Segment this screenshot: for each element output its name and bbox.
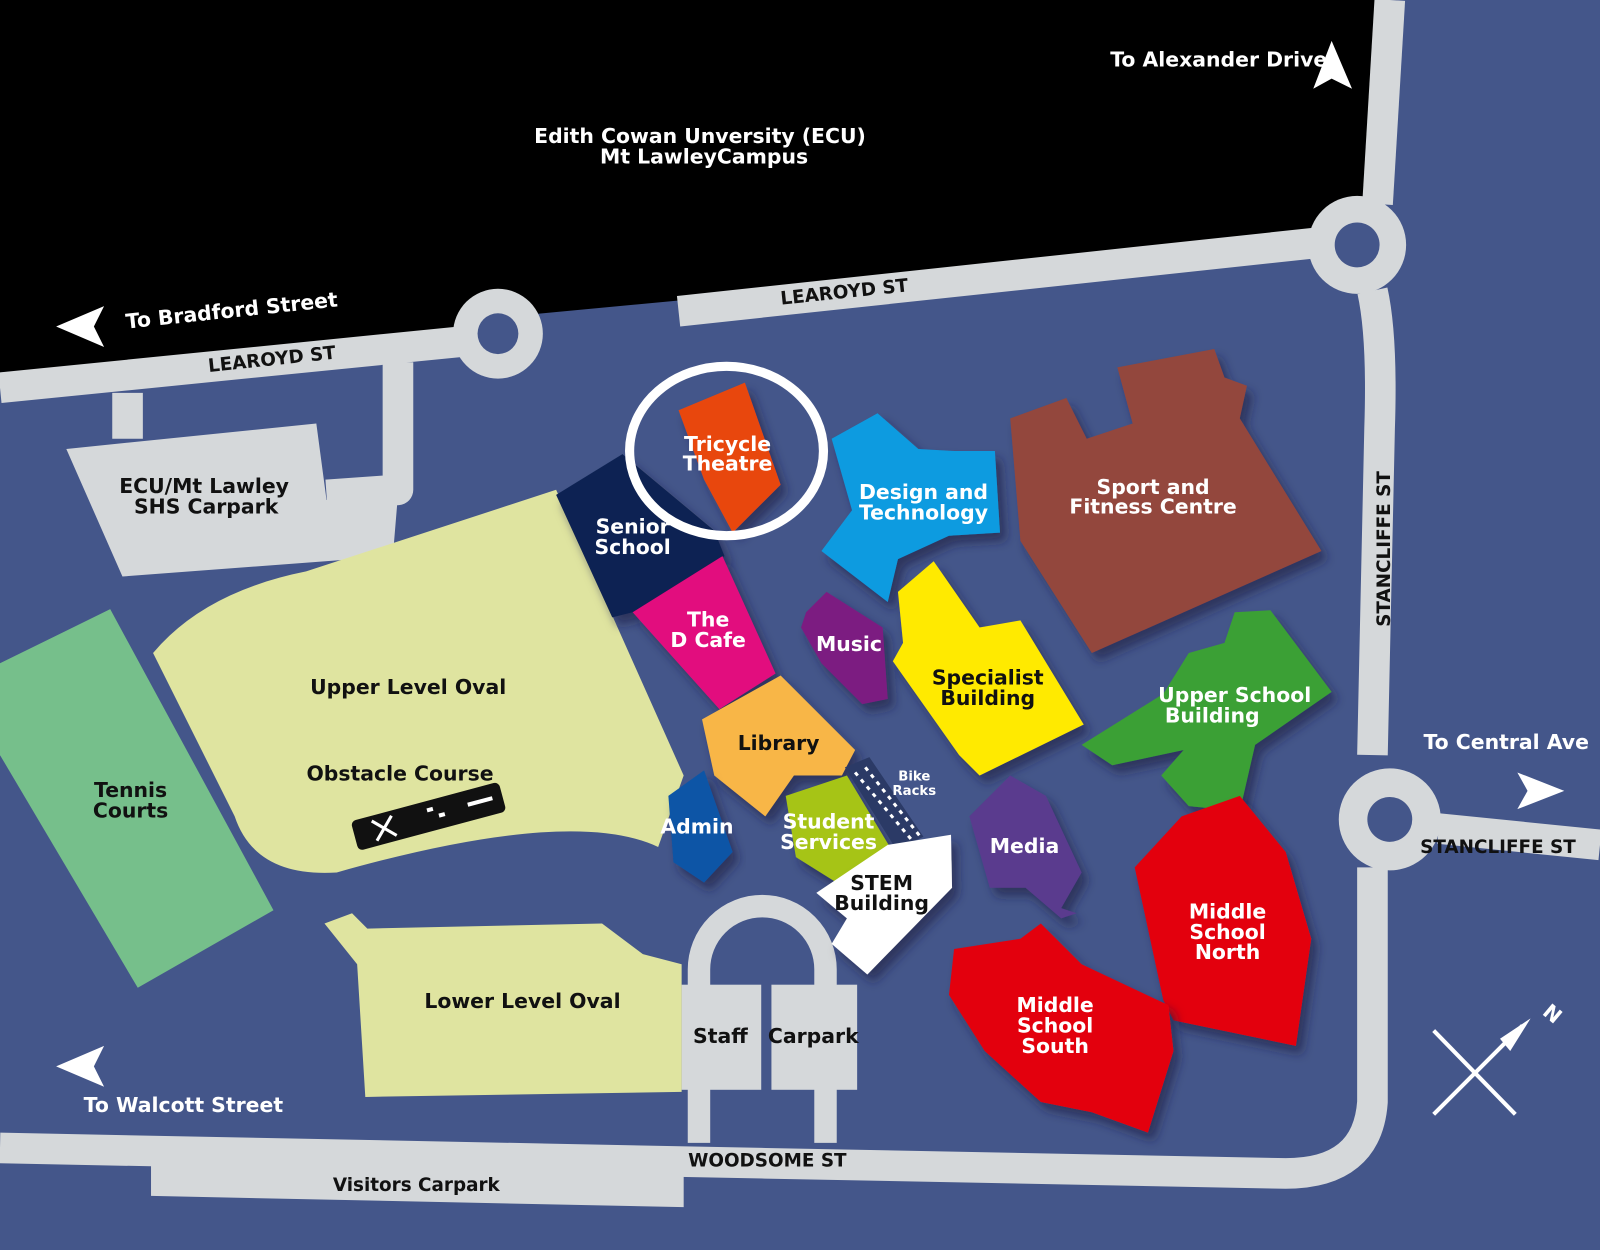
- bike-racks: [844, 757, 924, 849]
- map-label: Racks: [892, 784, 936, 799]
- building-specialist[interactable]: [892, 561, 1084, 776]
- roads: [0, 0, 1600, 1189]
- building-tricycle-theatre[interactable]: [678, 382, 781, 533]
- street-label-stancliffe-right: STANCLIFFE ST: [1420, 837, 1576, 858]
- map-label: Upper School: [1158, 683, 1311, 707]
- roundabout-top-right: [1308, 195, 1407, 294]
- direction-alexander-drive: To Alexander Drive: [1110, 47, 1327, 71]
- map-label: Courts: [93, 798, 168, 822]
- map-label: School: [1017, 1014, 1093, 1038]
- direction-walcott-street: To Walcott Street: [84, 1093, 284, 1117]
- building-middle-school-south[interactable]: [948, 923, 1174, 1133]
- building-music[interactable]: [801, 591, 888, 705]
- building-middle-school-north[interactable]: [1134, 795, 1312, 1046]
- map-label: Middle: [1189, 899, 1266, 923]
- building-library[interactable]: [702, 675, 856, 817]
- carpark-label: Carpark: [768, 1024, 859, 1048]
- map-label: North: [1195, 940, 1260, 964]
- map-label: Mt LawleyCampus: [600, 144, 808, 168]
- map-label: School: [1189, 920, 1265, 944]
- roundabout-right: [1338, 768, 1441, 871]
- campus-label: Edith Cowan Unversity (ECU) Mt LawleyCam…: [534, 124, 866, 168]
- map-label: Media: [990, 834, 1059, 858]
- map-label: Upper Level Oval: [310, 675, 506, 699]
- map-label: Theatre: [683, 451, 773, 475]
- building-upper-school[interactable]: [1081, 610, 1332, 812]
- building-stem[interactable]: [816, 834, 953, 975]
- upper-level-oval[interactable]: [153, 489, 684, 873]
- map-label: Middle: [1016, 993, 1093, 1017]
- obstacle-course-icon: [351, 782, 506, 850]
- map-label: Building: [834, 891, 929, 915]
- map-label: Technology: [859, 500, 988, 524]
- map-label: Building: [940, 686, 1035, 710]
- arrow-right-icon: [1517, 772, 1565, 810]
- map-label: Student: [783, 810, 875, 834]
- map-label: Obstacle Course: [306, 762, 493, 786]
- direction-central-ave: To Central Ave: [1423, 730, 1588, 754]
- staff-carpark[interactable]: [681, 894, 858, 1143]
- roundabout-left: [453, 288, 543, 379]
- map-label: South: [1021, 1034, 1088, 1058]
- building-student-services[interactable]: [785, 775, 893, 883]
- map-label: SHS Carpark: [134, 494, 279, 518]
- building-the-d-cafe[interactable]: [632, 556, 776, 710]
- building-admin[interactable]: [668, 770, 733, 883]
- building-sport-fitness[interactable]: [1010, 348, 1322, 654]
- map-label: STEM: [850, 871, 913, 895]
- ecu-campus-area: [0, 0, 1378, 373]
- ecu-carpark[interactable]: [66, 423, 398, 577]
- map-label: Edith Cowan Unversity (ECU): [534, 124, 866, 148]
- street-label-woodsome: WOODSOME ST: [688, 1150, 847, 1171]
- map-label: Design and: [859, 480, 988, 504]
- staff-label: Staff: [693, 1024, 748, 1048]
- map-label: The: [687, 608, 729, 632]
- street-label-stancliffe-vertical: STANCLIFFE ST: [1374, 471, 1395, 627]
- compass-north-icon: N: [1432, 999, 1567, 1116]
- arrow-up-icon: [1313, 40, 1353, 89]
- building-design-technology[interactable]: [821, 413, 1000, 603]
- building-media[interactable]: [969, 775, 1082, 919]
- map-label: Visitors Carpark: [333, 1175, 501, 1196]
- visitors-carpark[interactable]: [151, 1163, 684, 1208]
- arrow-left-icon: [56, 306, 105, 347]
- building-senior-school[interactable]: [556, 454, 725, 618]
- map-label: Music: [816, 632, 882, 656]
- map-label: Senior: [596, 515, 670, 539]
- map-label: Lower Level Oval: [424, 989, 620, 1013]
- map-label: ECU/Mt Lawley: [119, 474, 289, 498]
- map-label: Services: [780, 830, 877, 854]
- highlight-circle: [625, 361, 829, 541]
- map-label: Sport and: [1097, 475, 1210, 499]
- lower-level-oval[interactable]: [324, 913, 682, 1097]
- map-label: Library: [738, 731, 820, 755]
- map-label: Specialist: [932, 666, 1044, 690]
- map-label: D Cafe: [670, 628, 745, 652]
- map-label: School: [595, 535, 671, 559]
- tennis-courts[interactable]: [0, 609, 274, 988]
- map-label: Admin: [660, 815, 733, 839]
- map-label: Building: [1165, 703, 1260, 727]
- map-label: Fitness Centre: [1069, 494, 1236, 518]
- map-label: Bike: [898, 770, 930, 785]
- map-label: Tennis: [94, 778, 167, 802]
- map-label: Tricycle: [684, 432, 771, 456]
- arrow-left-icon: [56, 1045, 105, 1087]
